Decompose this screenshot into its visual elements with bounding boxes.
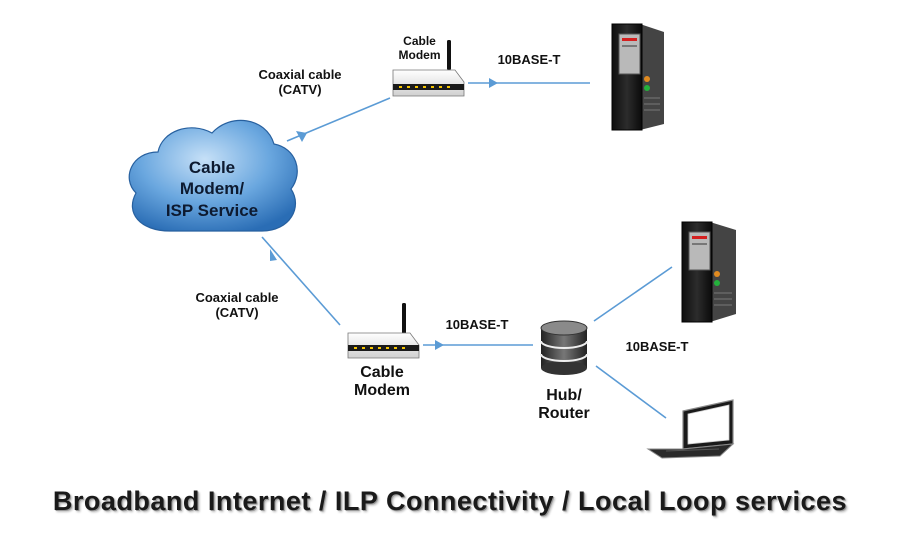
arrow-coax-bottom — [270, 249, 277, 261]
hub-router-icon — [540, 320, 588, 375]
cable-modem-top-icon — [392, 40, 465, 97]
cloud-label-line1: Cable — [188, 158, 236, 177]
link-cloud-bottom-modem — [261, 236, 341, 326]
hub-router-label: Hub/ Router — [523, 387, 605, 424]
bottom-modem-label: Cable Modem — [338, 364, 426, 401]
client-10baset-label: 10BASE-T — [625, 339, 689, 354]
bottom-10baset-label: 10BASE-T — [445, 317, 509, 332]
server-tower-top-icon — [611, 23, 664, 131]
top-10baset-label: 10BASE-T — [497, 52, 561, 67]
link-arrows — [270, 78, 498, 350]
bottom-coax-label: Coaxial cable (CATV) — [173, 290, 301, 321]
cable-modem-bottom-icon — [347, 303, 420, 359]
cloud-label: Cable Modem/ ISP Service — [152, 157, 272, 221]
diagram-caption: Broadband Internet / ILP Connectivity / … — [52, 486, 848, 516]
link-hub-server — [593, 266, 673, 322]
bottom-coax-label-line1: Coaxial cable — [195, 290, 279, 305]
hub-router-label-line2: Router — [538, 405, 590, 423]
top-modem-label: Cable Modem — [382, 34, 457, 63]
arrow-coax-top — [296, 131, 307, 142]
isp-cloud-icon — [128, 119, 298, 232]
top-coax-label-line2: (CATV) — [278, 81, 322, 97]
bottom-coax-label-line2: (CATV) — [215, 304, 259, 320]
hub-router-label-line1: Hub/ — [546, 387, 582, 404]
arrow-10baset-top — [489, 78, 498, 88]
arrow-10baset-bottom — [435, 340, 444, 350]
cloud-label-line3: ISP Service — [165, 200, 259, 220]
link-hub-laptop — [595, 365, 667, 419]
top-coax-label: Coaxial cable (CATV) — [236, 67, 364, 98]
connection-links — [261, 82, 673, 419]
bottom-modem-label-line2: Modem — [354, 382, 410, 400]
top-modem-label-line2: Modem — [398, 47, 441, 62]
server-tower-bottom-icon — [681, 221, 736, 323]
bottom-modem-label-line1: Cable — [360, 364, 404, 381]
top-modem-label-line1: Cable — [403, 34, 436, 48]
top-coax-label-line1: Coaxial cable — [258, 67, 342, 82]
cloud-label-line2: Modem/ — [179, 179, 245, 199]
laptop-icon — [646, 399, 735, 459]
